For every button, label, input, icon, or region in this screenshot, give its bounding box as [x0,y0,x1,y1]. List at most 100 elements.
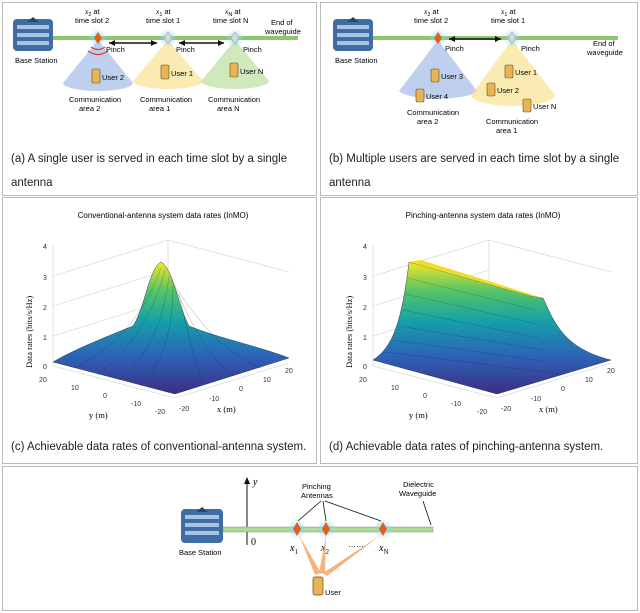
user-label: User 2 [497,86,519,95]
beam [299,535,321,575]
svg-text:10: 10 [585,377,593,384]
beam [319,535,326,574]
pinching-antenna-icon [322,522,330,536]
x1-label: x1 [289,543,298,556]
svg-text:20: 20 [285,368,293,375]
svg-text:-20: -20 [477,409,487,416]
base-station-label: Base Station [15,56,58,65]
surface [52,261,290,395]
area-label: Communication [208,95,260,104]
user-label: User N [533,102,556,111]
svg-text:-10: -10 [131,401,141,408]
svg-text:-20: -20 [155,409,165,416]
base-station-icon [181,507,223,543]
z-ticks: 0 1 2 3 4 [363,244,367,371]
user-label: User 3 [441,72,463,81]
phone-icon [504,64,514,79]
panel-d-plot: Pinching-antenna system data rates (InMO… [344,211,615,420]
panel-c-plot: Conventional-antenna system data rates (… [24,211,293,420]
end-label-2: waveguide [264,27,301,36]
tag-3-line2: time slot N [213,16,248,25]
panel-a-diagram: Base Station End of waveguide [13,7,301,113]
area-label: area N [217,104,240,113]
end-label-2: waveguide [586,48,623,57]
svg-text:0: 0 [363,364,367,371]
svg-text:20: 20 [607,368,615,375]
area-label: area 2 [417,117,438,126]
pinch-icon [163,31,173,45]
svg-text:0: 0 [423,393,427,400]
svg-text:2: 2 [43,305,47,312]
beam [323,535,381,576]
area-label: area 1 [149,104,170,113]
y-axis-label: y (m) [89,410,108,420]
user-label: User 4 [426,92,448,101]
grid [52,239,290,399]
svg-text:-20: -20 [501,406,511,413]
svg-text:20: 20 [359,377,367,384]
base-station-icon [13,17,53,51]
svg-text:1: 1 [363,335,367,342]
pinch-icon [94,32,102,44]
phone-icon [430,68,440,83]
base-station-label: Base Station [179,548,222,557]
svg-text:10: 10 [391,385,399,392]
user-label: User 1 [171,69,193,78]
area-label: area 2 [79,104,100,113]
user-label: User [325,588,341,597]
svg-text:3: 3 [363,275,367,282]
pinch-label: Pinch [176,45,195,54]
pinch-icon [507,31,517,45]
svg-text:4: 4 [43,244,47,251]
user-label: User 2 [102,73,124,82]
pinch-icon [230,31,240,45]
svg-text:1: 1 [43,335,47,342]
svg-text:-10: -10 [209,396,219,403]
caption-a: (a) A single user is served in each time… [11,153,288,189]
x2-label: x2 [320,543,329,556]
phone-icon [486,82,496,97]
phone-icon [415,88,425,103]
y-axis-label: y [252,477,258,488]
x-ticks: -20 -10 0 10 20 [501,368,615,413]
area-label: Communication [69,95,121,104]
panel-c: Conventional-antenna system data rates (… [2,197,317,464]
phone-icon [160,64,170,80]
pinch-label: Pinch [243,45,262,54]
pinch-label: Pinch [106,45,125,54]
y-ticks: 20 10 0 -10 -20 [39,377,165,416]
area-label: area 1 [496,126,517,135]
origin-label: 0 [251,537,256,548]
x-axis-label: x (m) [217,404,236,414]
svg-text:3: 3 [43,275,47,282]
pinch-icon [434,32,442,44]
z-ticks: 0 1 2 3 4 [43,244,47,371]
svg-text:0: 0 [43,364,47,371]
svg-text:20: 20 [39,377,47,384]
svg-text:10: 10 [71,385,79,392]
xn-label: xN [378,543,389,556]
pinching-label-1: Pinching [302,482,331,491]
user-label: User 1 [515,68,537,77]
panel-e: y 0 Base Station Pinching Antennas [2,466,638,611]
x-ticks: -20 -10 0 10 20 [179,368,293,413]
pinching-antenna-icon [379,522,387,536]
tag-2-line2: time slot 1 [491,16,525,25]
caption-d: (d) Achievable data rates of pinching-an… [329,441,604,453]
y-ticks: 20 10 0 -10 -20 [359,377,487,416]
surface-crest [409,260,543,298]
base-station-label: Base Station [335,56,378,65]
z-axis-label: Data rates (bits/s/Hz) [24,296,34,368]
phone-icon [229,62,239,78]
svg-text:0: 0 [103,393,107,400]
end-label-1: End of [593,39,616,48]
pinch-label: Pinch [445,44,464,53]
x-axis-label: x (m) [539,404,558,414]
area-label: Communication [486,117,538,126]
svg-text:-10: -10 [531,396,541,403]
communication-area-2 [63,40,133,91]
